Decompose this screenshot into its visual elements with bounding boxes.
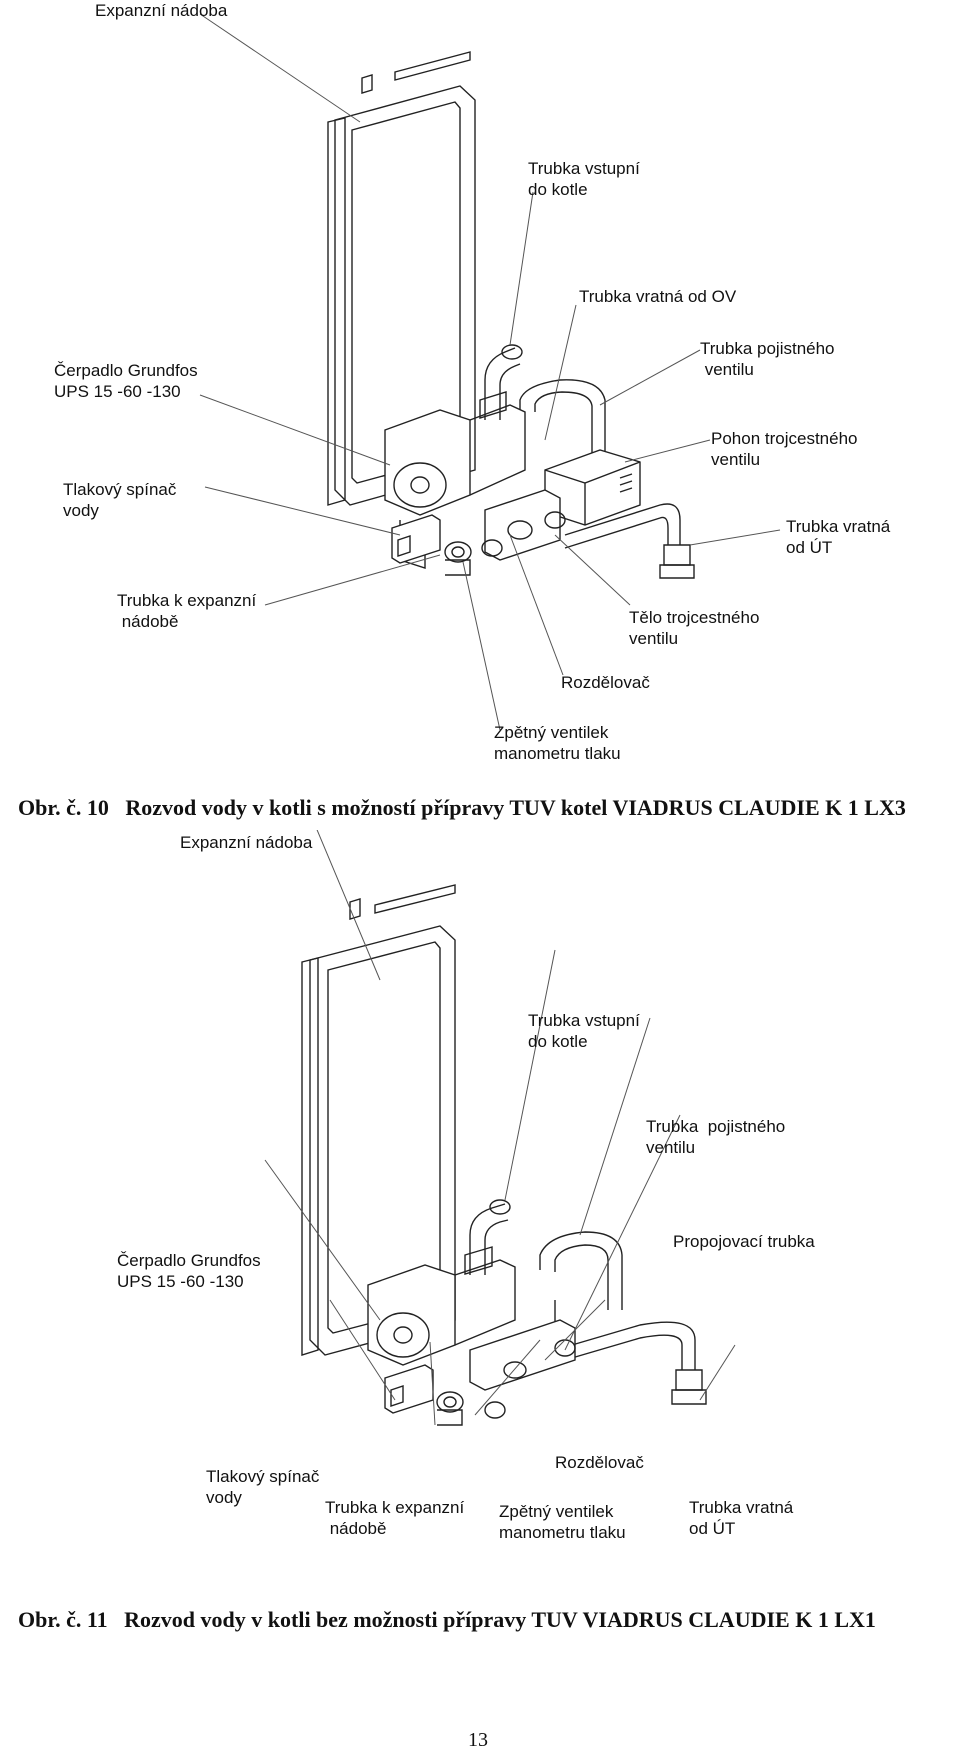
pressure-switch-drawing bbox=[392, 515, 440, 563]
fig11-label-check-valve: Zpětný ventilek manometru tlaku bbox=[499, 1502, 626, 1542]
return-ut-pipe-drawing bbox=[565, 504, 694, 578]
fig10-label-expansion-pipe: Trubka k expanzní nádobě bbox=[117, 591, 257, 631]
fig10-label-return-ov: Trubka vratná od OV bbox=[579, 287, 737, 306]
distributor-drawing bbox=[470, 1320, 575, 1390]
fig10-label-pump: Čerpadlo Grundfos UPS 15 -60 -130 bbox=[54, 361, 198, 401]
figure-10-leader-lines bbox=[200, 14, 780, 730]
fig11-label-safety-pipe: Trubka pojistného ventilu bbox=[646, 1117, 786, 1157]
expansion-pipe-drawing bbox=[437, 1392, 505, 1425]
pressure-switch-drawing bbox=[385, 1365, 433, 1413]
fig10-label-pressure-switch: Tlakový spínač vody bbox=[63, 480, 177, 520]
safety-pipe-loop-drawing bbox=[540, 1232, 622, 1310]
connecting-pipe-drawing bbox=[555, 1300, 706, 1404]
return-pipe-loop-drawing bbox=[520, 380, 605, 455]
fig10-label-return-ut: Trubka vratná od ÚT bbox=[786, 517, 891, 557]
fig10-label-distributor: Rozdělovač bbox=[561, 673, 650, 692]
fig10-label-expansion-tank: Expanzní nádoba bbox=[95, 1, 228, 20]
valve-body-drawing bbox=[485, 490, 565, 560]
fig11-label-pressure-switch: Tlakový spínač vody bbox=[206, 1467, 320, 1507]
inlet-pipe-drawing bbox=[480, 345, 522, 420]
fig11-label-connecting-pipe: Propojovací trubka bbox=[673, 1232, 815, 1251]
fig11-label-distributor: Rozdělovač bbox=[555, 1453, 644, 1472]
fig11-label-inlet-pipe: Trubka vstupní do kotle bbox=[528, 1011, 640, 1051]
figure-11-caption: Obr. č. 11 Rozvod vody v kotli bez možno… bbox=[18, 1607, 876, 1632]
figure-10-drawing bbox=[0, 0, 960, 770]
page-number: 13 bbox=[468, 1729, 488, 1751]
expansion-pipe-drawing bbox=[445, 540, 502, 575]
fig10-label-safety-pipe: Trubka pojistného ventilu bbox=[700, 339, 835, 379]
fig10-label-valve-body: Tělo trojcestného ventilu bbox=[629, 608, 760, 648]
fig10-label-valve-drive: Pohon trojcestného ventilu bbox=[711, 429, 858, 469]
figure-11-drawing bbox=[0, 830, 960, 1550]
figure-10-caption: Obr. č. 10 Rozvod vody v kotli s možnost… bbox=[18, 795, 906, 820]
fig10-label-check-valve: Zpětný ventilek manometru tlaku bbox=[494, 723, 621, 763]
fig11-label-return-ut: Trubka vratná od ÚT bbox=[689, 1498, 794, 1538]
fig11-label-expansion-tank: Expanzní nádoba bbox=[180, 833, 313, 852]
fig11-label-expansion-pipe: Trubka k expanzní nádobě bbox=[325, 1498, 465, 1538]
fig10-label-inlet-pipe: Trubka vstupní do kotle bbox=[528, 159, 640, 199]
figure-11-leader-lines bbox=[265, 830, 735, 1425]
fig11-label-pump: Čerpadlo Grundfos UPS 15 -60 -130 bbox=[117, 1251, 261, 1291]
inlet-pipe-drawing bbox=[465, 1200, 510, 1275]
